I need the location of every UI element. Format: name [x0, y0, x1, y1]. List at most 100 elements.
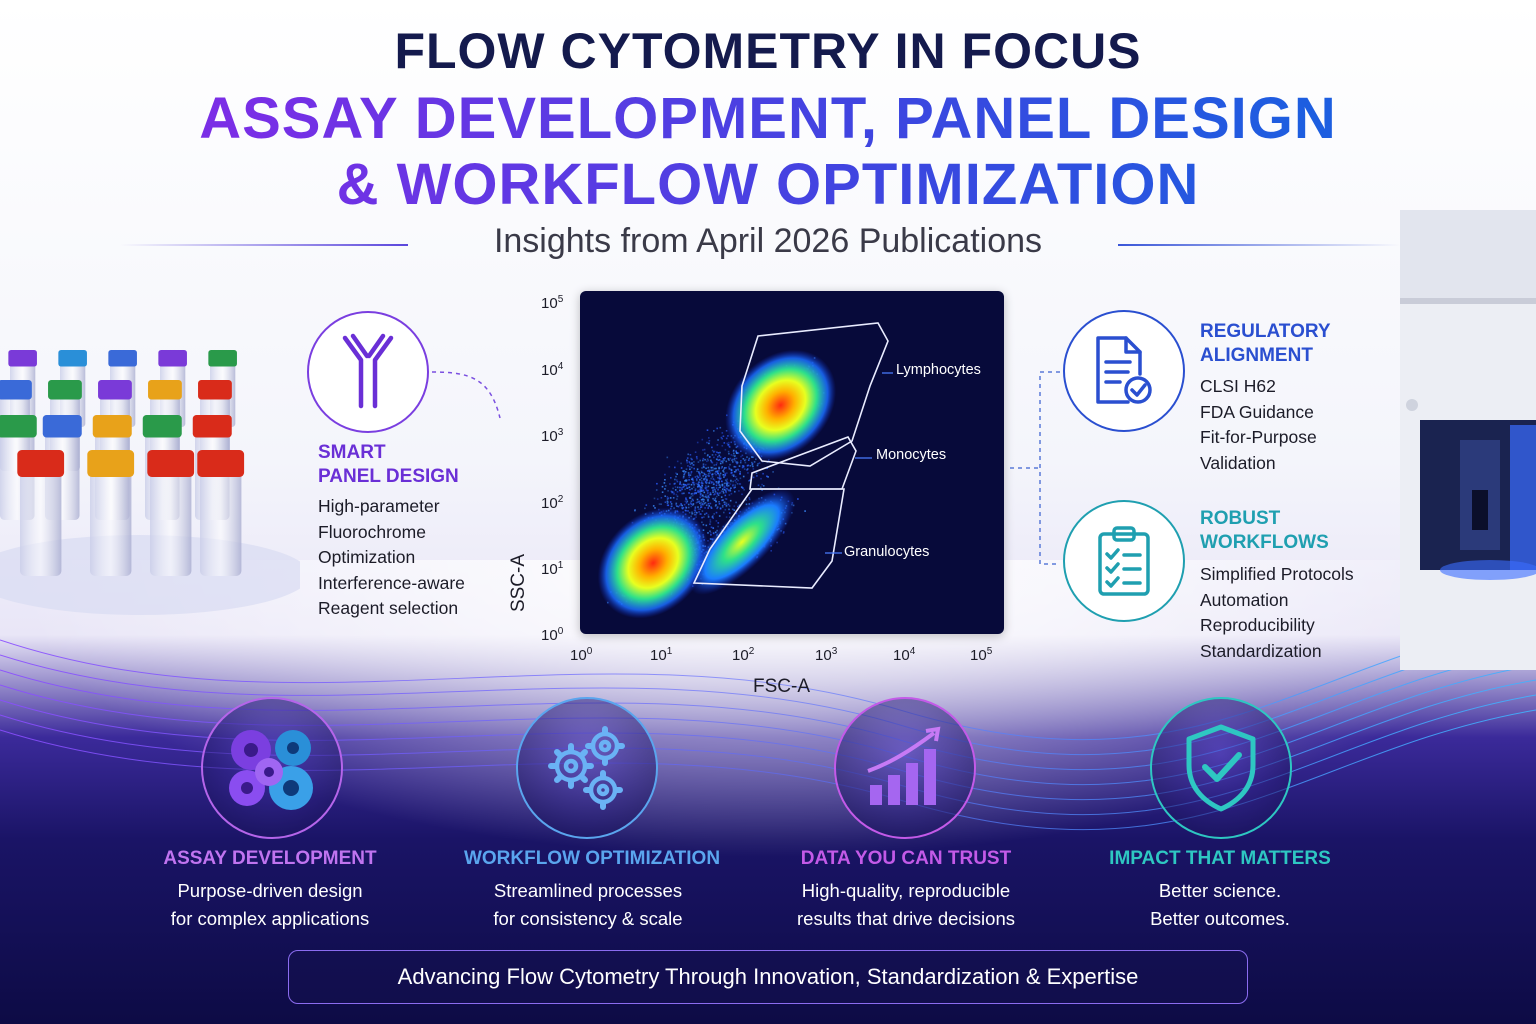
scatter-point: [656, 498, 659, 500]
scatter-point: [710, 493, 712, 496]
scatter-point: [725, 505, 728, 508]
scatter-point: [707, 532, 709, 534]
scatter-point: [719, 486, 721, 488]
scatter-point: [697, 476, 700, 479]
scatter-point: [634, 509, 636, 512]
scatter-point: [722, 458, 725, 460]
scatter-point: [733, 471, 736, 473]
scatter-point: [696, 441, 699, 444]
scatter-point: [772, 471, 774, 473]
plot-area: [580, 291, 1004, 634]
scatter-point: [666, 502, 669, 504]
scatter-point: [703, 466, 705, 469]
scatter-point: [721, 499, 723, 502]
scatter-point: [734, 466, 737, 468]
scatter-point: [695, 513, 697, 516]
scatter-point: [706, 498, 709, 501]
scatter-point: [724, 482, 726, 484]
scatter-point: [713, 486, 715, 489]
gears-icon: [548, 726, 625, 810]
scatter-point: [725, 491, 727, 494]
scatter-point: [718, 454, 721, 457]
scatter-point: [689, 466, 691, 468]
scatter-point: [739, 473, 741, 475]
scatter-point: [745, 499, 747, 501]
scatter-point: [688, 483, 690, 486]
scatter-point: [718, 492, 721, 494]
scatter-point: [671, 491, 673, 494]
x-tick-label: 102: [732, 646, 755, 664]
scatter-point: [680, 484, 683, 486]
scatter-point: [728, 445, 731, 448]
scatter-point: [706, 474, 709, 477]
scatter-point: [760, 477, 762, 480]
scatter-point: [721, 445, 724, 447]
scatter-point: [721, 432, 724, 434]
footer-banner: Advancing Flow Cytometry Through Innovat…: [288, 950, 1248, 1004]
scatter-point: [703, 472, 706, 475]
test-tube-cap: [148, 380, 182, 400]
regulatory-alignment-title: REGULATORY ALIGNMENT: [1200, 320, 1331, 368]
scatter-point: [695, 492, 697, 495]
scatter-point: [667, 501, 669, 503]
scatter-point: [701, 484, 703, 486]
scatter-point: [782, 532, 785, 534]
scatter-point: [655, 489, 658, 491]
subtitle-divider-right: [1118, 244, 1400, 246]
scatter-point: [697, 486, 699, 488]
scatter-point: [726, 472, 728, 474]
assay-development-description-line-1: Purpose-driven design: [177, 880, 363, 901]
scatter-point: [707, 459, 710, 462]
scatter-point: [696, 468, 699, 470]
scatter-point: [698, 481, 701, 484]
scatter-point: [721, 484, 724, 486]
scatter-point: [732, 450, 735, 453]
scatter-point: [743, 488, 745, 491]
scatter-point: [697, 501, 700, 503]
scatter-point: [751, 461, 753, 464]
scatter-point: [762, 472, 764, 475]
scatter-point: [705, 512, 708, 515]
scatter-point: [736, 462, 738, 465]
scatter-point: [715, 511, 718, 514]
list-item: FDA Guidance: [1200, 401, 1314, 422]
scatter-point: [735, 478, 738, 480]
scatter-point: [711, 446, 713, 449]
list-item: Fit-for-Purpose: [1200, 427, 1317, 447]
x-tick-label: 101: [650, 646, 673, 664]
scatter-point: [735, 481, 737, 484]
scatter-point: [733, 452, 735, 455]
scatter-point: [710, 506, 712, 508]
scatter-point: [733, 465, 736, 468]
scatter-point: [689, 488, 691, 491]
scatter-point: [734, 460, 737, 462]
scatter-point: [702, 449, 704, 451]
scatter-point: [707, 500, 709, 502]
scatter-point: [710, 534, 712, 536]
scatter-point: [693, 493, 696, 495]
scatter-point: [707, 489, 709, 492]
scatter-point: [741, 493, 743, 496]
scatter-point: [701, 503, 704, 505]
scatter-point: [644, 507, 646, 510]
scatter-point: [688, 486, 691, 488]
scatter-point: [695, 516, 697, 518]
scatter-point: [724, 472, 726, 475]
test-tube-cap: [8, 350, 37, 367]
subtitle: Insights from April 2026 Publications: [493, 222, 1043, 260]
scatter-point: [720, 436, 723, 439]
scatter-point: [729, 457, 732, 460]
scatter-point: [753, 461, 756, 463]
scatter-point: [732, 483, 734, 486]
scatter-point: [732, 449, 735, 452]
scatter-point: [725, 467, 727, 469]
scatter-point: [695, 482, 697, 485]
scatter-point: [725, 498, 728, 500]
scatter-point: [742, 464, 745, 467]
scatter-point: [693, 482, 695, 484]
regulatory-alignment-icon-badge: [1063, 310, 1185, 432]
scatter-point: [710, 469, 713, 472]
scatter-point: [688, 461, 690, 463]
scatter-point: [749, 465, 752, 467]
scatter-point: [698, 484, 700, 486]
